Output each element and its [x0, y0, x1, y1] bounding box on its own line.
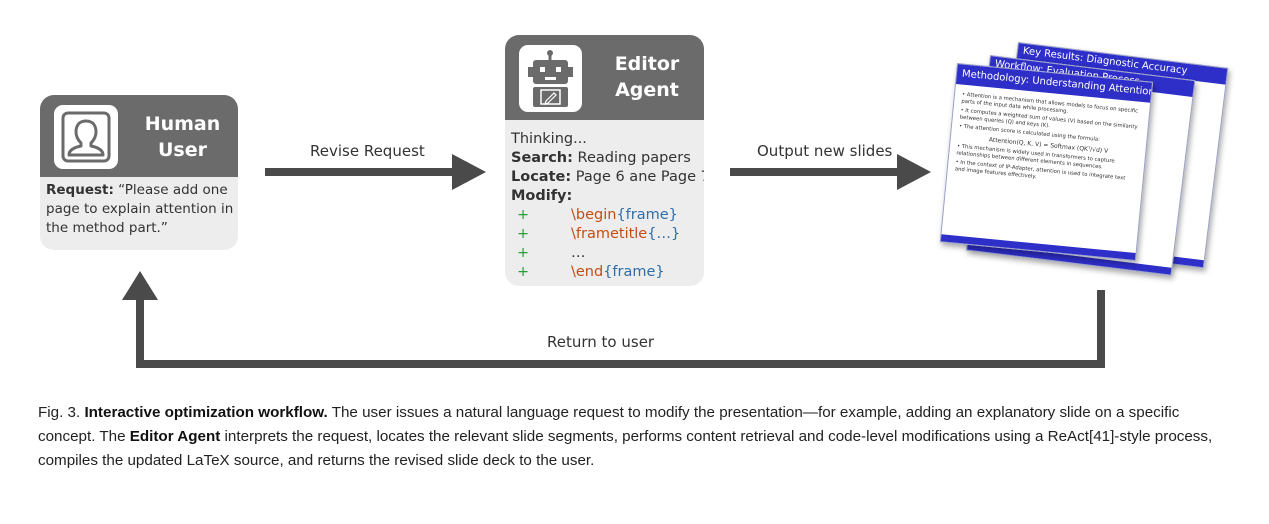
agent-card-title: Editor Agent [597, 51, 697, 103]
caption-prefix: Fig. 3. [38, 404, 85, 421]
plus-mark: + [517, 207, 530, 223]
code-line: +… [511, 244, 703, 263]
editor-agent-card: Editor Agent Thinking... Search: Reading… [505, 35, 704, 286]
human-title-line2: User [158, 139, 207, 161]
return-arrow-up [136, 298, 144, 368]
search-line: Search: Reading papers [511, 149, 703, 168]
request-content: “Please add one page to explain attentio… [46, 182, 234, 236]
modify-label: Modify: [511, 188, 573, 204]
search-text: Reading papers [572, 150, 691, 166]
return-arrow-down [1097, 290, 1105, 368]
latex-arg: {frame} [616, 207, 678, 223]
agent-trace: Thinking... Search: Reading papers Locat… [511, 130, 704, 282]
code-line: + \begin{frame} [511, 206, 703, 225]
plus-mark: + [517, 226, 530, 242]
latex-command: \frametitle [571, 226, 648, 242]
latex-ellipsis: … [571, 245, 586, 261]
thinking-line: Thinking... [511, 131, 587, 147]
human-title-line1: Human [144, 113, 221, 135]
locate-label: Locate: [511, 169, 572, 185]
latex-command: \begin [571, 207, 617, 223]
revise-request-label: Revise Request [310, 142, 425, 160]
latex-command: \end [571, 264, 604, 280]
slide-front-content: • Attention is a mechanism that allows m… [954, 92, 1143, 193]
robot-icon [519, 45, 582, 112]
modify-line: Modify: [511, 187, 703, 206]
human-user-card: Human User Request: “Please add one page… [40, 95, 238, 250]
output-arrow-shaft [730, 168, 900, 176]
slide-front: Methodology: Understanding Attention Mec… [939, 63, 1154, 262]
locate-text: Page 6 ane Page 7 [571, 169, 704, 185]
search-label: Search: [511, 150, 573, 166]
latex-arg: {frame} [603, 264, 665, 280]
agent-title-line1: Editor [614, 53, 680, 75]
caption-text-1: The user issues a natural language reque… [38, 404, 1180, 445]
locate-line: Locate: Page 6 ane Page 7 [511, 168, 704, 187]
output-slides-label: Output new slides [757, 142, 893, 160]
user-icon [54, 105, 118, 169]
revise-arrow-head [452, 154, 486, 190]
figure-caption: Fig. 3. Interactive optimization workflo… [38, 401, 1238, 473]
caption-agent: Editor Agent [129, 428, 221, 445]
code-line: + \frametitle{…} [511, 225, 703, 244]
return-arrow-head [122, 271, 158, 300]
plus-mark: + [517, 264, 530, 280]
agent-title-line2: Agent [615, 79, 679, 101]
revise-arrow-shaft [265, 168, 455, 176]
human-card-header: Human User [40, 95, 238, 177]
agent-card-header: Editor Agent [505, 35, 704, 120]
request-label: Request: [46, 182, 114, 198]
latex-arg: {…} [647, 226, 681, 242]
output-arrow-head [897, 154, 931, 190]
code-line: + \end{frame} [511, 263, 703, 282]
caption-text-2: interprets the request, locates the rele… [38, 428, 1213, 469]
plus-mark: + [517, 245, 530, 261]
request-text: Request: “Please add one page to explain… [46, 181, 234, 238]
human-card-title: Human User [135, 111, 230, 163]
flow-arrows [122, 154, 1105, 368]
return-arrow-bottom [136, 360, 1105, 368]
return-to-user-label: Return to user [547, 333, 655, 351]
caption-title: Interactive optimization workflow. [84, 404, 328, 421]
